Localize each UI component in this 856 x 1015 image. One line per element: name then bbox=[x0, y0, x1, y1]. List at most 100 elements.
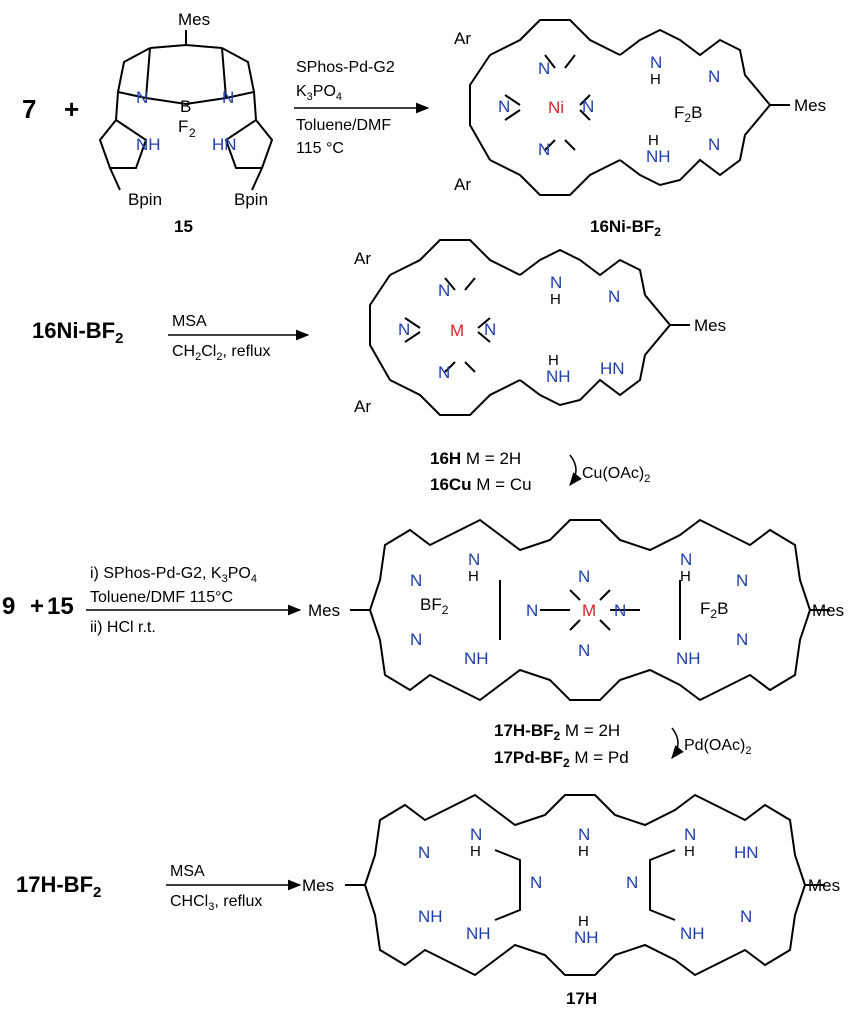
h-label: H bbox=[648, 132, 659, 149]
catalyst-condition: i) SPhos-Pd-G2, K3PO4 bbox=[90, 565, 257, 585]
h-label: H bbox=[650, 71, 661, 88]
hn-label: HN bbox=[734, 843, 759, 862]
h-label: H bbox=[550, 291, 561, 308]
bpin-left-label: Bpin bbox=[128, 190, 162, 209]
nitrogen-label: N bbox=[614, 601, 626, 620]
nh-label: NH bbox=[546, 367, 571, 386]
bottom-arc bbox=[389, 379, 521, 416]
row-4: 17H-BF2 MSA CHCl3, reflux Mes N NH N H N… bbox=[16, 793, 840, 1008]
aryl-top-label: Ar bbox=[354, 249, 371, 268]
nitrogen-label: N bbox=[708, 67, 720, 86]
nitrogen-label: N bbox=[740, 907, 752, 926]
product-17h-structure bbox=[345, 793, 825, 977]
label-16cu: 16Cu M = Cu bbox=[430, 475, 532, 494]
nitrogen-label: N bbox=[684, 825, 696, 844]
meso-bonds bbox=[149, 43, 223, 49]
nitrogen-label: N bbox=[736, 571, 748, 590]
nitrogen-label: N bbox=[626, 873, 638, 892]
nitrogen-label: N bbox=[438, 281, 450, 300]
product-16ni-bf2-structure bbox=[469, 19, 790, 196]
metal-label: M bbox=[582, 601, 596, 620]
inner-pyrroles bbox=[499, 580, 681, 640]
label-17h-bf2: 17H-BF2 M = 2H bbox=[494, 721, 620, 743]
acid-condition: MSA bbox=[170, 863, 205, 880]
palladium-reagent: Pd(OAc)2 bbox=[684, 737, 751, 757]
compound-16ni-bf2-label: 16Ni-BF2 bbox=[590, 217, 661, 239]
nitrogen-label: N bbox=[708, 135, 720, 154]
nitrogen-label: N bbox=[680, 550, 692, 569]
nitrogen-label: N bbox=[136, 88, 148, 107]
reactant-17h-bf2-label: 17H-BF2 bbox=[16, 872, 101, 901]
mes-left-label: Mes bbox=[302, 876, 334, 895]
bf2-left-label: BF2 bbox=[420, 595, 449, 617]
base-condition: K3PO4 bbox=[296, 83, 342, 103]
bpin-right-label: Bpin bbox=[234, 190, 268, 209]
hn-label: HN bbox=[600, 359, 625, 378]
ni-bonds bbox=[504, 54, 591, 151]
nh-label: N bbox=[650, 53, 662, 72]
aryl-top-label: Ar bbox=[454, 29, 471, 48]
acid-condition: MSA bbox=[172, 313, 207, 330]
nh-label: NH bbox=[646, 147, 671, 166]
metalation-arrow bbox=[569, 454, 582, 487]
row-3: 9 + 15 i) SPhos-Pd-G2, K3PO4 Toluene/DMF… bbox=[2, 518, 844, 770]
nitrogen-label: N bbox=[484, 320, 496, 339]
nh-label: NH bbox=[464, 649, 489, 668]
solvent-condition: Toluene/DMF bbox=[296, 117, 391, 134]
nitrogen-label: N bbox=[538, 140, 550, 159]
mes-label: Mes bbox=[178, 10, 210, 29]
h-label: H bbox=[680, 568, 691, 585]
plus-sign: + bbox=[30, 593, 44, 620]
nh-label: NH bbox=[680, 924, 705, 943]
label-16h: 16H M = 2H bbox=[430, 449, 521, 468]
bottom-perimeter bbox=[369, 609, 811, 702]
mes-label: Mes bbox=[694, 316, 726, 335]
b-bonds bbox=[145, 97, 227, 106]
nh-label: NH bbox=[574, 928, 599, 947]
nh-label: NH bbox=[136, 135, 161, 154]
nitrogen-label: N bbox=[530, 873, 542, 892]
row-1: 7 + Mes N B N F 2 NH HN Bpin Bpin 15 SPh… bbox=[22, 10, 826, 239]
label-17pd-bf2: 17Pd-BF2 M = Pd bbox=[494, 748, 629, 770]
mes-left-label: Mes bbox=[308, 601, 340, 620]
f2b-right-label: F2B bbox=[700, 599, 728, 621]
bottom-arc bbox=[489, 159, 621, 196]
mes-right-label: Mes bbox=[812, 601, 844, 620]
nitrogen-label: N bbox=[582, 97, 594, 116]
top-arc bbox=[489, 19, 621, 56]
nitrogen-label: N bbox=[468, 550, 480, 569]
copper-reagent: Cu(OAc)2 bbox=[582, 465, 650, 485]
left-arc bbox=[469, 54, 491, 161]
inner-pyrroles bbox=[494, 849, 676, 921]
catalyst-condition: SPhos-Pd-G2 bbox=[296, 59, 395, 76]
compound-17h-label: 17H bbox=[566, 989, 597, 1008]
fluorine-subscript: 2 bbox=[189, 126, 196, 140]
nh-label: NH bbox=[466, 924, 491, 943]
nitrogen-label: N bbox=[550, 273, 562, 292]
nitrogen-label: N bbox=[578, 825, 590, 844]
boron-label: B bbox=[180, 97, 191, 116]
temperature-condition: 115 °C bbox=[296, 140, 344, 157]
nitrogen-label: N bbox=[410, 571, 422, 590]
mes-right-label: Mes bbox=[808, 876, 840, 895]
h-label: H bbox=[684, 843, 695, 860]
h-label: H bbox=[468, 568, 479, 585]
reactant-15-label: 15 bbox=[47, 593, 74, 620]
top-arc bbox=[389, 239, 521, 276]
nitrogen-label: N bbox=[438, 363, 450, 382]
h-label: H bbox=[548, 352, 559, 369]
plus-sign: + bbox=[64, 94, 79, 124]
h-label: H bbox=[578, 843, 589, 860]
nickel-label: Ni bbox=[548, 98, 564, 117]
row-2: 16Ni-BF2 MSA CH2Cl2, reflux Ar Ar N N M … bbox=[32, 239, 726, 494]
nh-label: NH bbox=[418, 907, 443, 926]
fluorine-label: F bbox=[178, 117, 188, 136]
bottom-perimeter bbox=[364, 884, 806, 977]
nitrogen-label: N bbox=[398, 320, 410, 339]
h-label: H bbox=[470, 843, 481, 860]
nh-label: NH bbox=[676, 649, 701, 668]
product-17-bf2-structure bbox=[350, 518, 830, 702]
metal-label: M bbox=[450, 321, 464, 340]
top-perimeter bbox=[364, 793, 806, 886]
